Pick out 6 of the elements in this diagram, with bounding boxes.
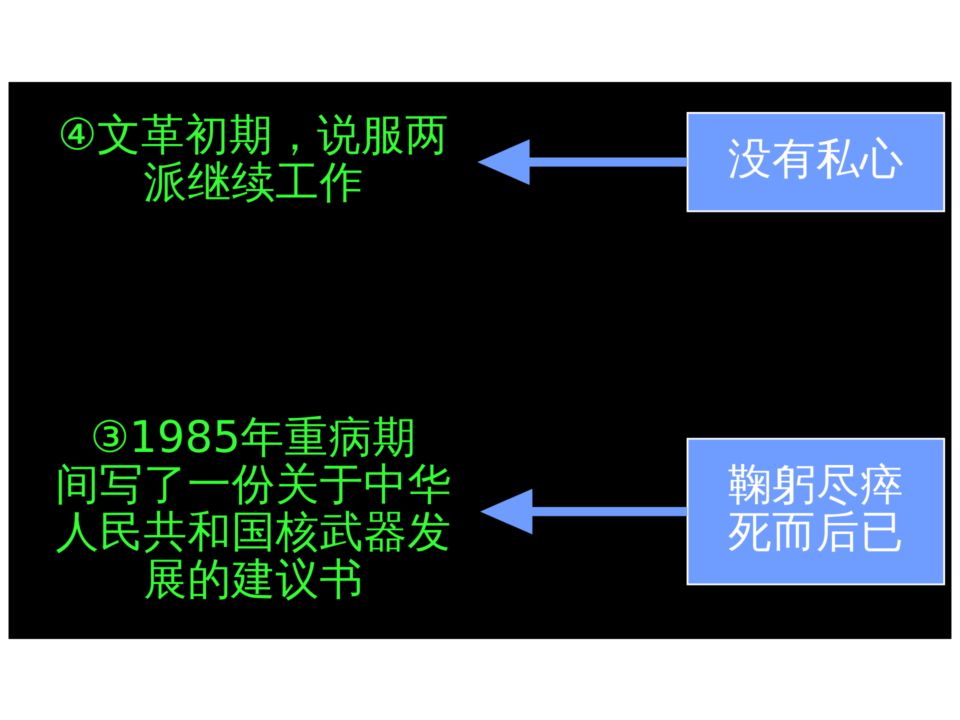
arrow [480,488,688,534]
arrow [477,138,688,184]
node-box: 没有私心 [686,112,946,212]
node-text: ③1985年重病期间写了一份关于中华人民共和国核武器发展的建议书 [55,411,452,604]
node-box: 鞠躬尽瘁死而后已 [686,437,946,585]
node-text: ④文革初期，说服两派继续工作 [58,109,449,208]
